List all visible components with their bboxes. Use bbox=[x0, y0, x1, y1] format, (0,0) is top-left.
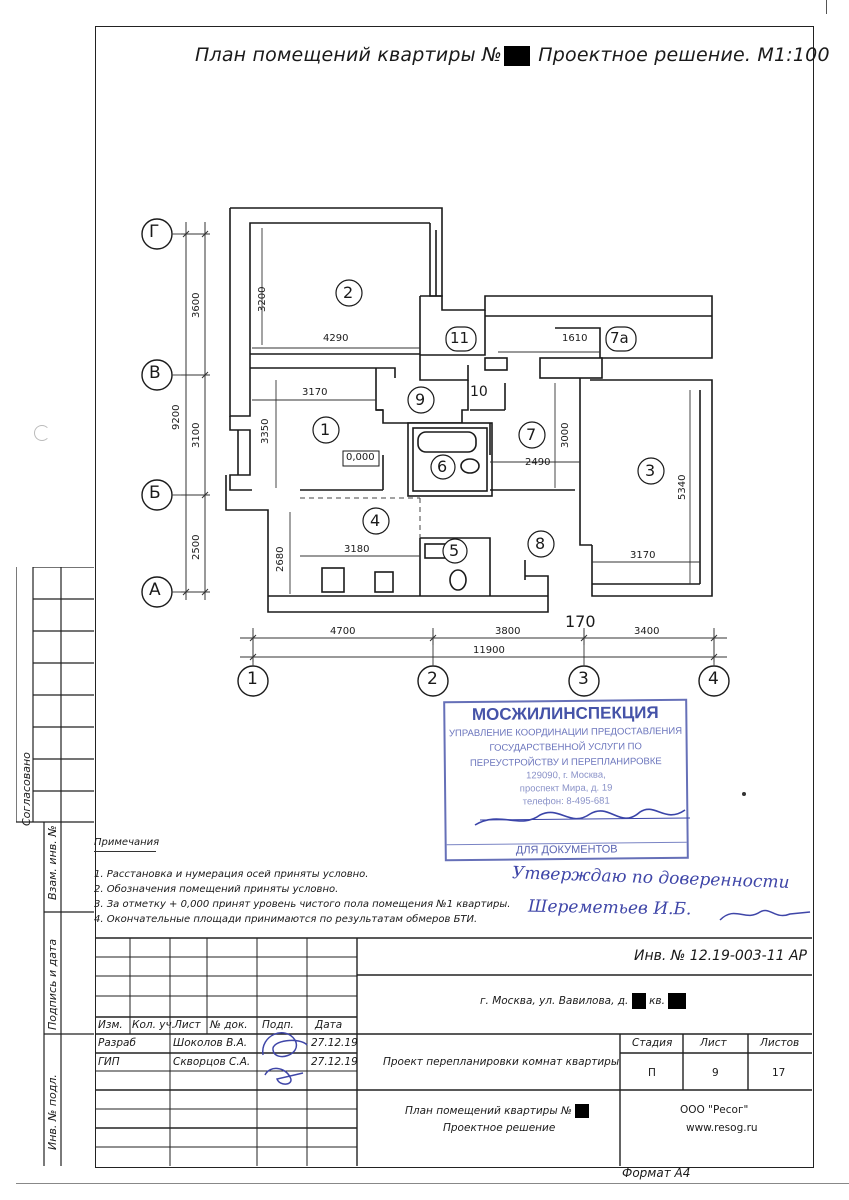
dim-bottom-3800: 3800 bbox=[495, 626, 521, 637]
room-label-9: 9 bbox=[415, 390, 426, 409]
redacted-apartment-number bbox=[504, 45, 531, 66]
axis-label-b: Б bbox=[149, 483, 161, 503]
outer-sheet-edge bbox=[16, 1183, 849, 1184]
dim-bottom-total: 11900 bbox=[473, 645, 505, 656]
axis-label-1: 1 bbox=[247, 669, 258, 689]
side-strip bbox=[16, 567, 94, 1166]
note-1: 1. Расстановка и нумерация осей приняты … bbox=[94, 869, 369, 880]
stamp-signature bbox=[474, 808, 691, 826]
axis-label-g: Г bbox=[149, 222, 160, 242]
redacted-building bbox=[631, 993, 646, 1009]
plan-line1-text: План помещений квартиры № bbox=[405, 1105, 572, 1117]
note-3: 3. За отметку + 0,000 принят уровень чис… bbox=[94, 899, 511, 910]
title-part2: Проектное решение. М1:100 bbox=[538, 44, 830, 66]
room-label-6: 6 bbox=[437, 457, 448, 476]
sheet-label: Лист bbox=[700, 1037, 727, 1049]
dim-bottom-4700: 4700 bbox=[330, 626, 356, 637]
axis-label-2: 2 bbox=[427, 669, 438, 689]
hdr-list: Лист bbox=[174, 1019, 201, 1031]
notes-heading: Примечания bbox=[94, 837, 160, 848]
row1-name: Шоколов В.А. bbox=[173, 1037, 248, 1049]
room-label-8: 8 bbox=[535, 534, 546, 553]
row2-role: ГИП bbox=[98, 1056, 120, 1068]
title-block-signatures bbox=[262, 1032, 308, 1085]
room-label-10: 10 bbox=[470, 384, 488, 400]
axis-row-bubbles bbox=[141, 218, 173, 608]
axis-label-v: В bbox=[149, 363, 161, 383]
sheets-value: 17 bbox=[772, 1067, 786, 1079]
level-mark: 0,000 bbox=[346, 452, 375, 463]
format-label: Формат А4 bbox=[622, 1166, 691, 1180]
title-part1: План помещений квартиры № bbox=[195, 44, 503, 66]
room-label-11: 11 bbox=[450, 329, 470, 347]
address-prefix: г. Москва, ул. Вавилова, д. bbox=[480, 995, 629, 1007]
notes-underline bbox=[94, 851, 156, 852]
note-4: 4. Окончательные площади принимаются по … bbox=[94, 914, 478, 925]
room-label-7: 7 bbox=[526, 425, 537, 444]
row1-role: Разраб bbox=[98, 1037, 136, 1049]
row2-name: Скворцов С.А. bbox=[173, 1056, 251, 1068]
hdr-kol-uch: Кол. уч. bbox=[132, 1019, 176, 1031]
redacted-apartment bbox=[668, 993, 687, 1009]
stage-label: Стадия bbox=[632, 1037, 673, 1049]
row1-date: 27.12.19 bbox=[311, 1037, 358, 1049]
plan-line2: Проектное решение bbox=[443, 1122, 556, 1134]
room-label-2: 2 bbox=[343, 283, 354, 302]
approval-signature bbox=[719, 909, 811, 921]
note-2: 2. Обозначения помещений приняты условно… bbox=[94, 884, 339, 895]
address-kv: кв. bbox=[649, 995, 665, 1007]
page-title: План помещений квартиры № Проектное реше… bbox=[195, 44, 830, 66]
room-label-7a: 7а bbox=[610, 329, 629, 347]
axis-label-a: А bbox=[149, 580, 161, 600]
axis-label-3: 3 bbox=[578, 669, 589, 689]
dim-r4-width: 3180 bbox=[344, 544, 370, 555]
dim-r1-width: 3170 bbox=[302, 387, 328, 398]
row2-date: 27.12.19 bbox=[311, 1056, 358, 1068]
company-website: www.resog.ru bbox=[686, 1122, 758, 1134]
dim-r2-width: 4290 bbox=[323, 333, 349, 344]
corner-tick bbox=[826, 0, 827, 14]
walls bbox=[225, 207, 713, 613]
project-name: Проект перепланировки комнат квартиры bbox=[383, 1056, 620, 1068]
sheet-value: 9 bbox=[712, 1067, 719, 1079]
room-label-3: 3 bbox=[645, 461, 656, 480]
dim-170: 170 bbox=[565, 612, 596, 631]
room-label-1: 1 bbox=[320, 420, 331, 439]
hdr-izm: Изм. bbox=[98, 1019, 123, 1031]
hdr-podp: Подп. bbox=[262, 1019, 294, 1031]
company-name: ООО "Ресог" bbox=[680, 1104, 749, 1116]
dim-bottom-3400: 3400 bbox=[634, 626, 660, 637]
dim-r7a-width: 1610 bbox=[562, 333, 588, 344]
inventory-number: Инв. № 12.19-003-11 АР bbox=[634, 948, 807, 964]
room-label-5: 5 bbox=[449, 541, 460, 560]
hdr-date: Дата bbox=[315, 1019, 343, 1031]
plan-line1: План помещений квартиры № bbox=[405, 1104, 590, 1118]
dot-mark bbox=[742, 792, 746, 796]
redacted-plan-number bbox=[575, 1104, 590, 1118]
dim-r7-width: 2490 bbox=[525, 457, 551, 468]
axis-label-4: 4 bbox=[708, 669, 719, 689]
room-label-4: 4 bbox=[370, 511, 381, 530]
stage-value: П bbox=[648, 1067, 656, 1079]
hdr-doc: № док. bbox=[210, 1019, 248, 1031]
address: г. Москва, ул. Вавилова, д. кв. bbox=[480, 993, 687, 1009]
punch-hole bbox=[34, 425, 50, 441]
sheet-frame bbox=[95, 26, 814, 1168]
floor-plan bbox=[141, 207, 730, 697]
dim-r3-width: 3170 bbox=[630, 550, 656, 561]
sheets-label: Листов bbox=[760, 1037, 800, 1049]
